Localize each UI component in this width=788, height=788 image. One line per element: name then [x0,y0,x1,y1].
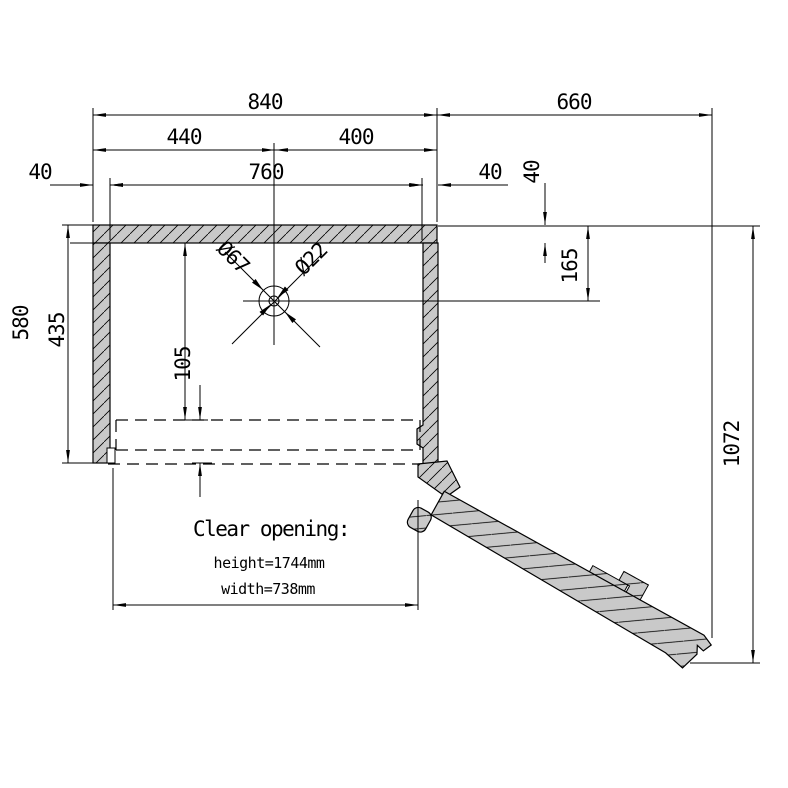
leader-arrow [259,304,271,316]
door-edge-bump [406,506,432,533]
door-panel [430,490,713,669]
frame-right-wall [416,242,439,466]
leader-arrow [252,279,263,290]
dim-165-label: 165 [558,249,582,284]
hole-leader-outer [224,251,321,348]
dim-580-label: 580 [9,305,33,340]
door-panel-group [406,490,713,669]
left-jamb-step [106,447,116,464]
dim-840-label: 840 [248,90,283,114]
dim-400-label: 400 [339,125,374,149]
clear-opening-note: Clear opening: height=1744mm width=738mm [193,517,351,598]
frame-section [92,224,439,466]
dim-40-left-label: 40 [28,160,52,184]
extension-lines [62,108,760,664]
note-width: width=738mm [221,580,315,598]
hole-inner-circle [268,295,280,307]
dim-105-label: 105 [171,347,195,382]
dim-1072-label: 1072 [720,421,744,468]
dim-660-label: 660 [557,90,592,114]
dim-440-label: 440 [167,125,202,149]
door-assembly [406,460,713,669]
leader-arrow [277,286,289,298]
door-hinge-connector [417,460,461,498]
dimension-lines: 840 660 440 400 760 40 40 40 165 580 435 [9,90,755,663]
note-title: Clear opening: [193,517,349,541]
hidden-sill-lines [108,419,430,465]
frame-top-bar [92,224,438,244]
note-height: height=1744mm [214,554,325,572]
hole-outer-circle [258,285,290,317]
dim-435-label: 435 [45,313,69,348]
leader-arrow [285,312,296,323]
hole-leader-inner [231,253,323,345]
frame-left-wall [92,242,111,464]
dim-760-label: 760 [249,160,284,184]
dim-40-right-label: 40 [478,160,502,184]
dim-40-top-label: 40 [520,160,544,184]
